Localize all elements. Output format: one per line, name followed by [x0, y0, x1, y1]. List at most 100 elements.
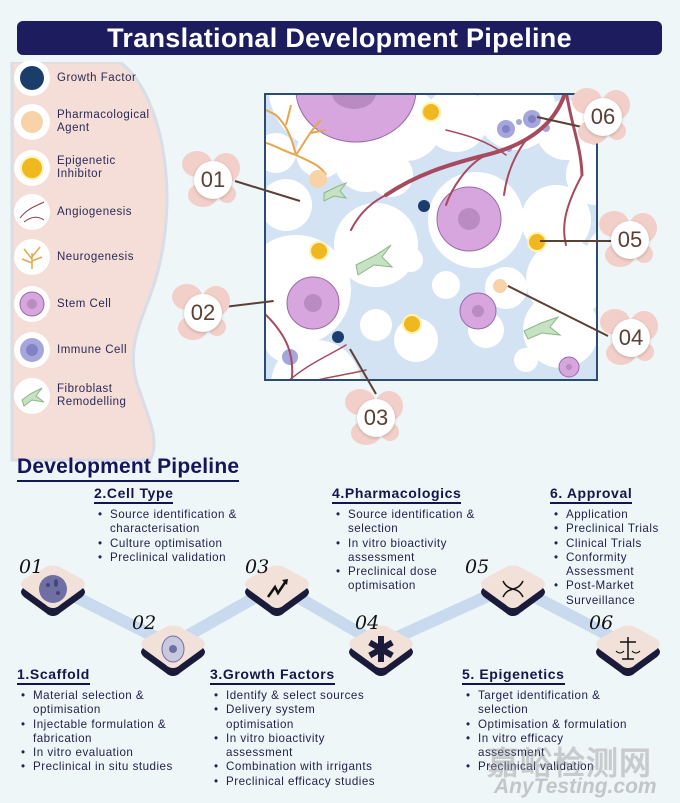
- step-number: 02: [132, 612, 157, 634]
- fibroblasts: [323, 181, 562, 340]
- stage-items: Material selection &optimisationInjectab…: [17, 689, 173, 775]
- stage-item: Target identification &: [462, 689, 627, 704]
- stage-item: Material selection &: [17, 689, 173, 704]
- section-heading: Development Pipeline: [17, 455, 240, 482]
- stage-title: 5. Epigenetics: [462, 666, 565, 685]
- stage-item: selection: [478, 703, 529, 717]
- agents: [309, 102, 547, 343]
- stage-item: assessment: [226, 746, 293, 760]
- callout-number: 05: [611, 221, 649, 259]
- stage-title: 2.Cell Type: [94, 485, 174, 504]
- stage-item: Preclinical Trials: [550, 522, 659, 537]
- legend-item: Pharmacological Agent: [14, 104, 157, 140]
- stage-item: Delivery system: [210, 703, 375, 718]
- scaffold-scene-illustration: [264, 93, 598, 381]
- dna-helix-icon: [502, 580, 524, 598]
- legend-item: Angiogenesis: [14, 194, 157, 230]
- legend-item: Neurogenesis: [14, 239, 157, 275]
- callout-number: 04: [612, 319, 650, 357]
- legend-label: Fibroblast Remodelling: [57, 383, 127, 408]
- stage-diamond-03: [240, 565, 314, 616]
- stage-item: Preclinical validation: [94, 551, 237, 566]
- stage-item: Source identification &: [332, 508, 475, 523]
- blood-vessels: [266, 95, 584, 379]
- stage-title: 4.Pharmacologics: [332, 485, 462, 504]
- stage-block: 4.PharmacologicsSource identification &s…: [332, 485, 475, 594]
- stage-item: assessment: [478, 746, 545, 760]
- callout-marker: 06: [572, 88, 630, 144]
- stage-item: Identify & select sources: [210, 689, 375, 704]
- legend-item: Immune Cell: [14, 332, 157, 368]
- legend-panel-background: [10, 62, 169, 462]
- callout-number: 01: [194, 161, 232, 199]
- stage-item: Combination with irrigants: [210, 760, 375, 775]
- page-title: Translational Development Pipeline: [17, 21, 662, 55]
- stage-block: 6. ApprovalApplicationPreclinical Trials…: [550, 485, 659, 608]
- stage-items: Source identification &characterisationC…: [94, 508, 237, 565]
- stage-block: 5. EpigeneticsTarget identification &sel…: [462, 666, 627, 775]
- legend-label: Pharmacological Agent: [57, 109, 150, 134]
- stage-item: assessment: [348, 550, 415, 564]
- step-number: 04: [355, 612, 380, 634]
- epigenetic-inhibitor-icon: [14, 150, 50, 186]
- pharmacological-agent-icon: [14, 104, 50, 140]
- callout-marker: 05: [599, 211, 657, 267]
- stage-item: Source identification &: [94, 508, 237, 523]
- stage-items: ApplicationPreclinical TrialsClinical Tr…: [550, 508, 659, 608]
- legend-item: Fibroblast Remodelling: [14, 378, 157, 414]
- stage-item: fabrication: [33, 731, 92, 745]
- stage-item: optimisation: [348, 579, 416, 593]
- step-number: 01: [19, 556, 44, 578]
- stage-items: Source identification &selectionIn vitro…: [332, 508, 475, 594]
- callout-marker: 03: [345, 389, 403, 445]
- fibroblast-icon: [14, 378, 50, 414]
- cell-icon: [161, 635, 185, 663]
- stage-diamond-06: [591, 625, 665, 676]
- callout-number: 03: [357, 399, 395, 437]
- stage-item: Conformity: [550, 551, 659, 566]
- stage-item: Preclinical validation: [462, 760, 627, 775]
- watermark-cn: 嘉峪检测网: [487, 745, 653, 781]
- step-number: 05: [465, 556, 490, 578]
- stem-cells: [286, 95, 580, 378]
- balance-scale-icon: [615, 637, 641, 660]
- stage-block: 3.Growth FactorsIdentify & select source…: [210, 666, 375, 789]
- stage-title: 3.Growth Factors: [210, 666, 335, 685]
- stage-item: Culture optimisation: [94, 537, 237, 552]
- legend-label: Stem Cell: [57, 297, 112, 310]
- stage-item: Injectable formulation &: [17, 718, 173, 733]
- step-number: 06: [589, 612, 614, 634]
- stage-item: Post-Market: [550, 579, 659, 594]
- neurogenesis-icon: [14, 239, 50, 275]
- stage-item: optimisation: [33, 703, 101, 717]
- angiogenesis-icon: [14, 194, 50, 230]
- stage-block: 1.ScaffoldMaterial selection &optimisati…: [17, 666, 173, 775]
- stage-title: 1.Scaffold: [17, 666, 90, 685]
- stage-item: Preclinical efficacy studies: [210, 775, 375, 790]
- stage-item: Surveillance: [566, 593, 636, 607]
- stage-item: characterisation: [110, 522, 200, 536]
- growth-factor-icon: [14, 60, 50, 96]
- stage-items: Target identification &selectionOptimisa…: [462, 689, 627, 775]
- stage-item: Application: [550, 508, 659, 523]
- callout-marker: 02: [172, 284, 230, 340]
- legend-item: Epigenetic Inhibitor: [14, 150, 157, 186]
- stage-item: Clinical Trials: [550, 537, 659, 552]
- stage-items: Identify & select sourcesDelivery system…: [210, 689, 375, 789]
- callout-number: 06: [584, 98, 622, 136]
- medical-star-of-life-icon: [368, 636, 394, 662]
- stage-block: 2.Cell TypeSource identification &charac…: [94, 485, 237, 565]
- step-number: 03: [245, 556, 270, 578]
- stage-item: In vitro evaluation: [17, 746, 173, 761]
- trend-up-arrow-icon: [266, 579, 288, 598]
- legend-label: Neurogenesis: [57, 250, 134, 263]
- stage-item: selection: [348, 522, 399, 536]
- callout-leader-line: [540, 240, 612, 242]
- callout-marker: 04: [600, 309, 658, 365]
- legend-label: Angiogenesis: [57, 205, 133, 218]
- stage-item: Optimisation & formulation: [462, 718, 627, 733]
- stage-diamond-04: [344, 625, 418, 676]
- stage-title: 6. Approval: [550, 485, 633, 504]
- stage-diamond-05: [476, 565, 550, 616]
- stage-item: Preclinical in situ studies: [17, 760, 173, 775]
